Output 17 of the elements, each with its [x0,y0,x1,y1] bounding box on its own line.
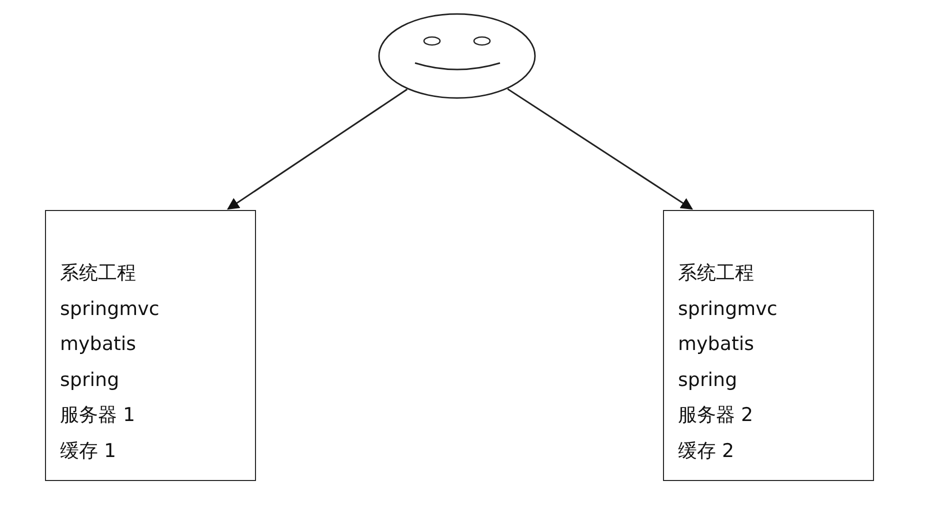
text-box [45,210,256,481]
list-item-text: 缓存 2 [678,439,734,463]
smiley-face-drawing [378,13,536,99]
list-item-text: 服务器 2 [678,403,754,427]
list-item-text: springmvc [678,297,778,321]
text-box [663,210,874,481]
arrow [227,88,408,210]
list-item-text: 系统工程 [60,261,136,285]
list-item-text: mybatis [60,332,136,356]
list-item-text: mybatis [678,332,754,356]
arrow [507,88,693,210]
list-item-text: springmvc [60,297,160,321]
list-item-text: 系统工程 [678,261,754,285]
list-item-text: 缓存 1 [60,439,116,463]
list-item-text: 服务器 1 [60,403,136,427]
list-item-text: spring [60,368,120,392]
list-item-text: spring [678,368,738,392]
